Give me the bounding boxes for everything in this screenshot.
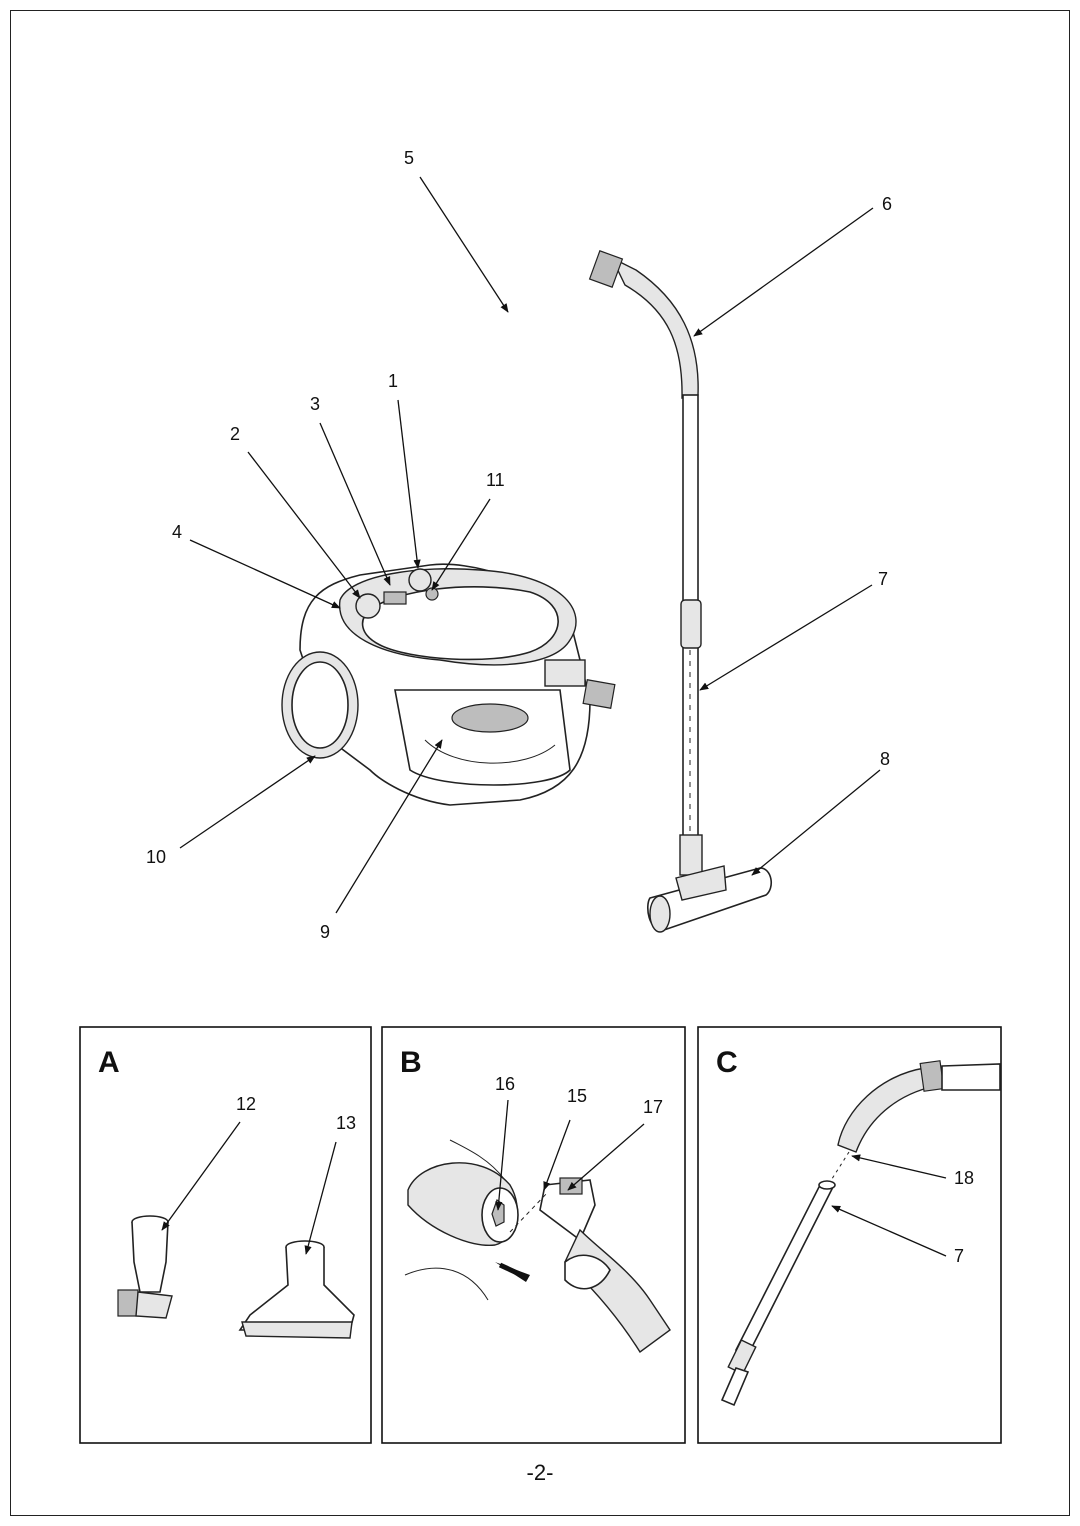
label-6: 6	[882, 194, 892, 214]
label-3: 3	[310, 394, 320, 414]
panel-b-letter: B	[400, 1046, 422, 1079]
upholstery-tool-illustration	[238, 1240, 355, 1339]
brush-tool-illustration	[117, 1215, 173, 1319]
hose-inlet-illustration	[404, 1139, 519, 1301]
label-7-panel-c: 7	[954, 1246, 964, 1266]
label-8: 8	[880, 749, 890, 769]
label-12: 12	[236, 1094, 256, 1114]
label-17: 17	[643, 1097, 663, 1117]
panel-c-letter: C	[716, 1046, 738, 1079]
vacuum-cleaner-illustration	[281, 234, 773, 933]
tube-illustration	[720, 1180, 836, 1407]
label-10: 10	[146, 847, 166, 867]
panel-a: A 12 13	[79, 1026, 372, 1444]
label-1: 1	[388, 371, 398, 391]
panel-a-letter: A	[98, 1046, 120, 1079]
page-number: -2-	[526, 1460, 554, 1485]
panel-b: B 16 15 17	[381, 1026, 686, 1444]
label-9: 9	[320, 922, 330, 942]
handle-illustration	[829, 1060, 1001, 1183]
label-2: 2	[230, 424, 240, 444]
label-7: 7	[878, 569, 888, 589]
label-16: 16	[495, 1074, 515, 1094]
label-4: 4	[172, 522, 182, 542]
label-18: 18	[954, 1168, 974, 1188]
label-5: 5	[404, 148, 414, 168]
label-15: 15	[567, 1086, 587, 1106]
main-labels: 5 6 1 3 2 11 4 7 8 10 9	[146, 148, 892, 942]
label-13: 13	[336, 1113, 356, 1133]
panel-c: C 18 7	[697, 1026, 1002, 1444]
leader-lines	[179, 176, 881, 914]
page-frame	[10, 10, 1070, 1516]
label-11: 11	[486, 470, 505, 490]
